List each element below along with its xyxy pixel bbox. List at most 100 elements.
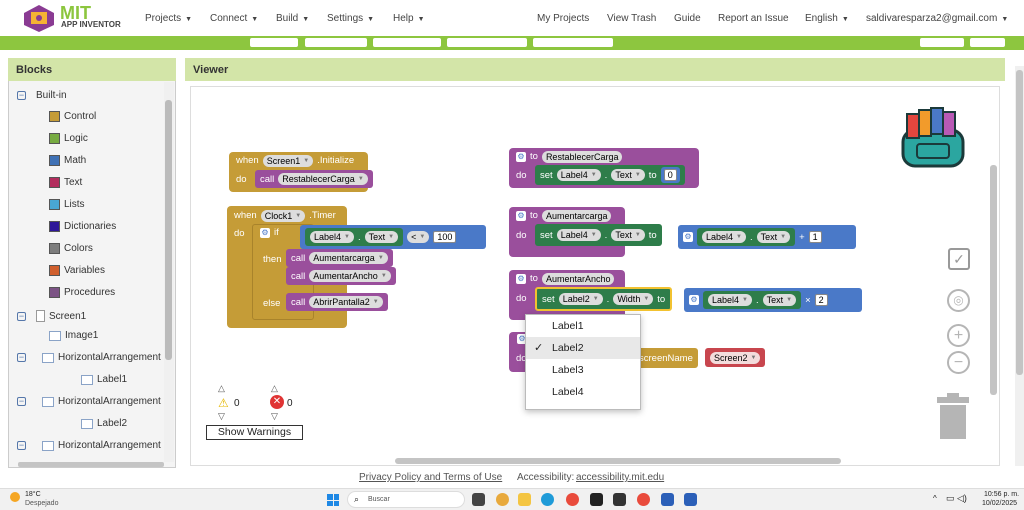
number-100[interactable]: 100 [433,231,456,243]
error-prev-arrow-icon[interactable]: △ [271,383,278,394]
windows-start-icon[interactable] [327,494,339,506]
toolbar-button[interactable] [373,38,441,47]
text-screen2-block[interactable]: Screen2▼ [705,348,765,367]
tree-component-label[interactable]: Label2 [81,418,127,429]
drawer-lists[interactable]: Lists [49,199,85,210]
backpack-icon[interactable] [897,104,969,172]
component-dropdown[interactable]: Clock1▼ [261,210,305,222]
drawer-math[interactable]: Math [49,155,86,166]
link-my-projects[interactable]: My Projects [537,13,589,24]
menu-help[interactable]: Help▼ [393,13,425,24]
warning-next-arrow-icon[interactable]: ▽ [218,411,225,422]
number-2[interactable]: 2 [815,294,828,306]
procedure-dropdown[interactable]: Aumentarcarga▼ [309,252,388,264]
gear-icon[interactable]: ⚙ [683,232,693,242]
screen-name-dropdown[interactable]: Screen2▼ [710,352,760,364]
number-block[interactable]: 0 [661,167,680,183]
terminal-icon[interactable] [613,493,626,506]
copilot-icon[interactable] [496,493,509,506]
blocks-hscrollbar[interactable] [18,462,164,467]
number-1[interactable]: 1 [809,231,822,243]
property-dropdown[interactable]: Text▼ [757,231,790,243]
label4-text-getter[interactable]: Label4▼ . Text▼ [703,291,801,309]
word-icon[interactable] [661,493,674,506]
property-dropdown[interactable]: Text▼ [763,294,796,306]
gear-icon[interactable]: ⚙ [516,152,526,162]
chrome-profile-icon[interactable] [637,493,650,506]
dropdown-option-label1[interactable]: Label1 [526,315,640,337]
open-screen-block[interactable]: screenName [634,348,698,368]
clock-date[interactable]: 10/02/2025 [982,500,1017,507]
math-multiply-block[interactable]: ⚙ Label4▼ . Text▼ × 2 [684,288,862,312]
error-next-arrow-icon[interactable]: ▽ [271,411,278,422]
link-report-issue[interactable]: Report an Issue [718,13,789,24]
account-menu[interactable]: saldivaresparza2@gmail.com▼ [866,13,1008,24]
file-explorer-icon[interactable] [518,493,531,506]
blocks-scrollbar-thumb[interactable] [165,100,172,360]
app-inventor-logo-icon[interactable] [20,3,58,33]
clock-time[interactable]: 10:56 p. m. [984,491,1019,498]
cleanup-checklist-icon[interactable]: ✓ [948,248,970,270]
property-dropdown[interactable]: Width▼ [613,293,653,305]
procedure-name-field[interactable]: AumentarAncho [542,273,615,285]
link-guide[interactable]: Guide [674,13,701,24]
label4-text-getter[interactable]: Label4▼ . Text▼ [697,228,795,246]
component-dropdown[interactable]: Label2▼ [559,293,603,305]
drawer-control[interactable]: Control [49,111,96,122]
language-menu[interactable]: English▼ [805,13,849,24]
component-dropdown[interactable]: Label4▼ [708,294,752,306]
warning-prev-arrow-icon[interactable]: △ [218,383,225,394]
word-alt-icon[interactable] [684,493,697,506]
call-aumentarcarga-block[interactable]: call Aumentarcarga▼ [286,249,393,267]
tree-component-arrangement[interactable]: −HorizontalArrangement [17,396,161,407]
call-restablecer-block[interactable]: call RestablecerCarga▼ [255,170,373,188]
procedure-dropdown[interactable]: AumentarAncho▼ [309,270,391,282]
operator-dropdown[interactable]: <▼ [407,231,429,243]
call-aumentarancho-block[interactable]: call AumentarAncho▼ [286,267,396,285]
procedure-name-field[interactable]: RestablecerCarga [542,151,623,163]
task-view-icon[interactable] [472,493,485,506]
procedure-dropdown[interactable]: RestablecerCarga▼ [278,173,368,185]
dropdown-option-label4[interactable]: Label4 [526,381,640,403]
edge-icon[interactable] [541,493,554,506]
drawer-procedures[interactable]: Procedures [49,287,115,298]
toolbar-button[interactable] [920,38,964,47]
gear-icon[interactable]: ⚙ [516,274,526,284]
set-label4-text-block[interactable]: set Label4▼ . Text▼ to 0 [535,165,685,185]
dropdown-option-label3[interactable]: Label3 [526,359,640,381]
recenter-icon[interactable]: ◎ [947,289,970,312]
menu-settings[interactable]: Settings▼ [327,13,374,24]
number-0[interactable]: 0 [664,169,677,181]
component-dropdown[interactable]: Label4▼ [702,231,746,243]
component-dropdown[interactable]: Label4▼ [557,229,601,241]
menu-projects[interactable]: Projects▼ [145,13,192,24]
gear-icon[interactable]: ⚙ [260,228,270,238]
tree-component-label[interactable]: Label1 [81,374,127,385]
toolbar-button[interactable] [305,38,367,47]
property-dropdown[interactable]: Text▼ [611,229,644,241]
drawer-logic[interactable]: Logic [49,133,88,144]
tree-component-arrangement[interactable]: −HorizontalArrangement [17,440,161,451]
toolbar-button[interactable] [447,38,527,47]
workspace-hscrollbar[interactable] [395,458,841,464]
property-dropdown[interactable]: Text▼ [611,169,644,181]
compare-block[interactable]: Label4▼ . Text▼ <▼ 100 [300,225,486,249]
tree-builtin[interactable]: − Built-in [17,90,67,101]
gear-icon[interactable]: ⚙ [689,295,699,305]
collapse-icon[interactable]: − [17,91,26,100]
network-volume-icon[interactable]: ▭ ◁) [946,493,967,504]
set-label4-text-block[interactable]: set Label4▼ . Text▼ to [535,224,662,246]
call-abrirpantalla2-block[interactable]: call AbrirPantalla2▼ [286,293,388,311]
show-warnings-button[interactable]: Show Warnings [206,425,303,440]
procedure-name-field[interactable]: Aumentarcarga [542,210,612,222]
collapse-icon[interactable]: − [17,312,26,321]
media-app-icon[interactable] [590,493,603,506]
chrome-icon[interactable] [566,493,579,506]
privacy-link[interactable]: Privacy Policy and Terms of Use [359,472,502,483]
gear-icon[interactable]: ⚙ [516,211,526,221]
menu-connect[interactable]: Connect▼ [210,13,258,24]
procedure-dropdown[interactable]: AbrirPantalla2▼ [309,296,382,308]
trash-icon[interactable] [935,393,971,441]
component-dropdown[interactable]: Label4▼ [310,231,354,243]
toolbar-button[interactable] [250,38,298,47]
